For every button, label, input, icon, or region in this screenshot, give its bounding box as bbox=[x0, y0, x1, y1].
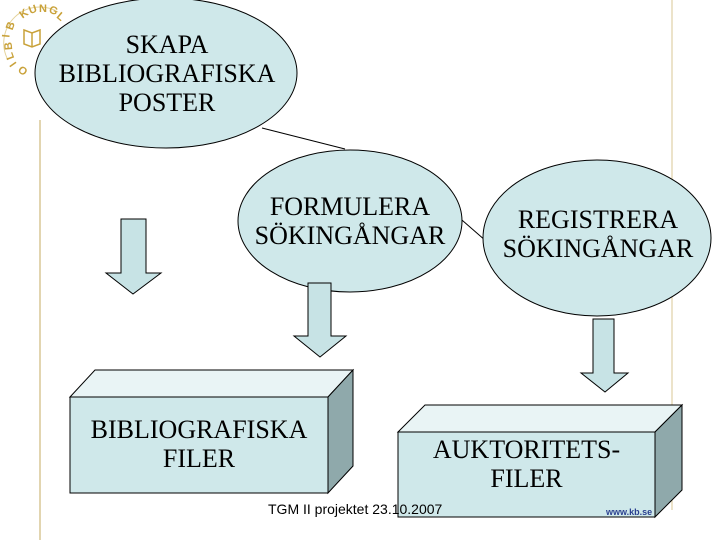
register-headings-label: REGISTRERA SÖKINGÅNGAR bbox=[502, 205, 694, 264]
book-icon bbox=[23, 28, 41, 48]
footer-text: TGM II projektet 23.10.2007 bbox=[268, 501, 443, 517]
bibliographic-files-label: BIBLIOGRAFISKA FILER bbox=[90, 415, 308, 474]
create-records-ellipse bbox=[34, 0, 298, 149]
down-arrow-right bbox=[579, 318, 630, 393]
formulate-headings-label: FORMULERA SÖKINGÅNGAR bbox=[254, 192, 446, 251]
logo-letter: B bbox=[2, 41, 16, 51]
bibliographic-files-cube bbox=[68, 368, 355, 495]
authority-files-label: AUKTORITETS- FILER bbox=[432, 435, 621, 494]
site-url: www.kb.se bbox=[606, 507, 653, 517]
create-records-label: SKAPA BIBLIOGRAFISKA POSTER bbox=[58, 30, 276, 118]
logo-letter: N bbox=[39, 3, 47, 15]
formulate-headings-ellipse bbox=[237, 149, 463, 293]
connector-line-1 bbox=[261, 127, 346, 150]
down-arrow-left bbox=[104, 218, 163, 295]
logo-arc bbox=[3, 6, 59, 61]
authority-files-cube bbox=[396, 403, 684, 519]
register-headings-ellipse bbox=[482, 159, 712, 317]
down-arrow-center bbox=[292, 282, 348, 358]
